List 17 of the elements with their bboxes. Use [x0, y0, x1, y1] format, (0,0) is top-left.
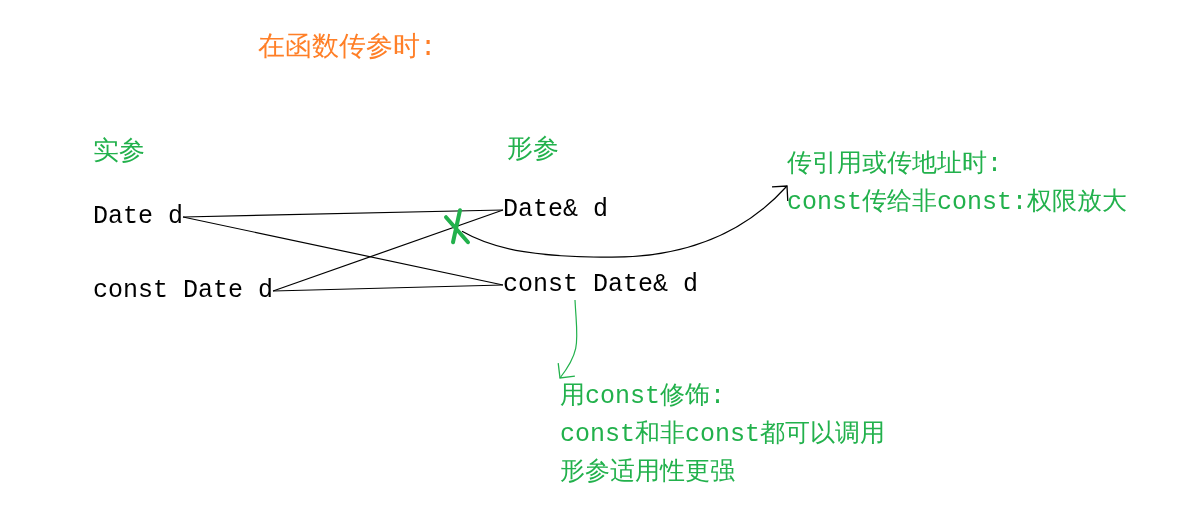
parameter-text: Date& d [503, 195, 609, 225]
connector-line [182, 209, 504, 218]
parameter-text: const Date& d [503, 270, 699, 300]
column-heading: 实参 [93, 136, 145, 168]
note-text: const传给非const:权限放大 [787, 187, 1128, 219]
connector-line [272, 284, 504, 292]
column-heading: 形参 [507, 134, 559, 166]
title: 在函数传参时: [258, 32, 437, 64]
note-heading: 传引用或传地址时: [787, 149, 1003, 181]
curved-arrow [557, 299, 578, 379]
note-text: 形参适用性更强 [560, 457, 736, 489]
note-text: const和非const都可以调用 [560, 419, 886, 451]
argument-text: const Date d [93, 276, 274, 306]
connector-line [272, 209, 504, 292]
note-heading: 用const修饰: [560, 381, 726, 413]
argument-text: Date d [93, 202, 183, 232]
curved-arrow [461, 185, 788, 258]
